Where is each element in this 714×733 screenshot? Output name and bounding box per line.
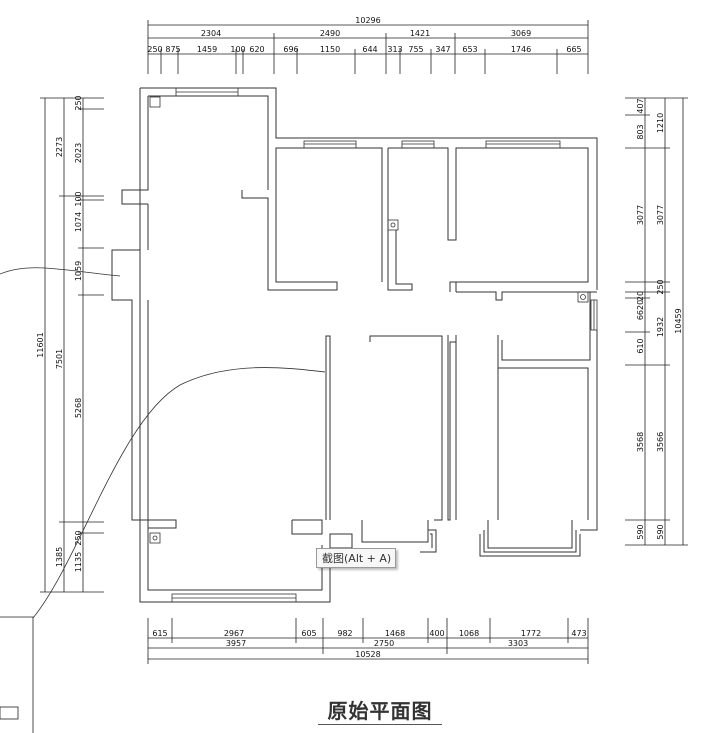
top-dim-detail: 347 — [435, 45, 450, 54]
bottom-dim-detail: 1468 — [385, 629, 405, 638]
top-dim-detail: 644 — [362, 45, 377, 54]
right-dim-detail: 407 — [636, 98, 645, 113]
bottom-dim-detail: 605 — [301, 629, 316, 638]
left-dim-detail: 250 — [74, 530, 83, 545]
left-dim-total: 11601 — [36, 332, 45, 357]
bottom-dim-total: 10528 — [355, 650, 380, 659]
left-dim-detail: 1059 — [74, 261, 83, 281]
top-dim-detail: 696 — [283, 45, 298, 54]
left-dim-detail: 1074 — [74, 212, 83, 232]
left-dim-segment: 2273 — [55, 137, 64, 157]
left-dim-segment: 7501 — [55, 349, 64, 369]
bottom-dim-detail: 400 — [429, 629, 444, 638]
left-dim-detail: 5268 — [74, 398, 83, 418]
top-dim-total: 10296 — [355, 16, 380, 25]
top-dim-detail: 653 — [462, 45, 477, 54]
right-dim-detail: 590 — [636, 524, 645, 539]
top-dim-segment: 1421 — [410, 29, 430, 38]
right-dim-detail: 803 — [636, 124, 645, 139]
top-dim-detail: 665 — [566, 45, 581, 54]
bottom-dim-segment: 3303 — [508, 639, 528, 648]
left-dimension-lines — [40, 97, 104, 593]
title-underline — [318, 724, 442, 725]
top-dim-segment: 3069 — [511, 29, 531, 38]
right-dim-detail: 3568 — [636, 432, 645, 452]
corner-frame — [0, 616, 34, 733]
bottom-dim-segment: 3957 — [226, 639, 246, 648]
top-dim-detail: 1746 — [511, 45, 531, 54]
bottom-dimension-lines — [147, 618, 589, 664]
right-dim-detail: 3077 — [636, 205, 645, 225]
top-dim-detail: 250 — [147, 45, 162, 54]
outer-walls — [111, 87, 598, 603]
left-dim-detail: 1135 — [74, 552, 83, 572]
top-dim-segment: 2490 — [320, 29, 340, 38]
top-dim-detail: 875 — [165, 45, 180, 54]
windows — [171, 87, 598, 603]
top-dim-detail: 755 — [408, 45, 423, 54]
interior-walls — [148, 147, 597, 557]
bottom-dim-detail: 1772 — [521, 629, 541, 638]
right-dim-segment: 250 — [656, 279, 665, 294]
top-dim-segment: 2304 — [201, 29, 221, 38]
top-dimension-lines — [147, 20, 589, 74]
right-dim-segment: 1932 — [656, 317, 665, 337]
top-dim-detail: 1459 — [197, 45, 217, 54]
left-dim-segment: 1385 — [55, 547, 64, 567]
top-dim-detail: 100 — [230, 45, 245, 54]
bottom-dim-detail: 615 — [152, 629, 167, 638]
top-dim-detail: 620 — [249, 45, 264, 54]
right-dim-detail: 610 — [636, 338, 645, 353]
left-dim-detail: 2023 — [74, 143, 83, 163]
bottom-dim-detail: 1068 — [459, 629, 479, 638]
right-dim-total: 10459 — [674, 308, 683, 333]
bottom-dim-detail: 982 — [337, 629, 352, 638]
left-dim-detail: 250 — [74, 95, 83, 110]
right-dim-detail: 6620 — [636, 300, 645, 320]
top-dim-detail: 1150 — [320, 45, 340, 54]
right-dim-detail: 20 — [636, 291, 645, 301]
screenshot-tooltip: 截图(Alt + A) — [316, 548, 396, 568]
leader-curves — [0, 267, 326, 619]
right-dimension-lines — [625, 97, 688, 546]
bottom-dim-detail: 2967 — [224, 629, 244, 638]
plan-title: 原始平面图 — [327, 699, 433, 723]
right-dim-segment: 3077 — [656, 205, 665, 225]
bottom-dim-segment: 2750 — [374, 639, 394, 648]
right-dim-segment: 1210 — [656, 113, 665, 133]
fixtures — [149, 96, 589, 544]
left-dim-detail: 100 — [74, 191, 83, 206]
bottom-dim-detail: 473 — [571, 629, 586, 638]
top-dim-detail: 313 — [387, 45, 402, 54]
right-dim-segment: 3566 — [656, 432, 665, 452]
right-dim-segment: 590 — [656, 524, 665, 539]
